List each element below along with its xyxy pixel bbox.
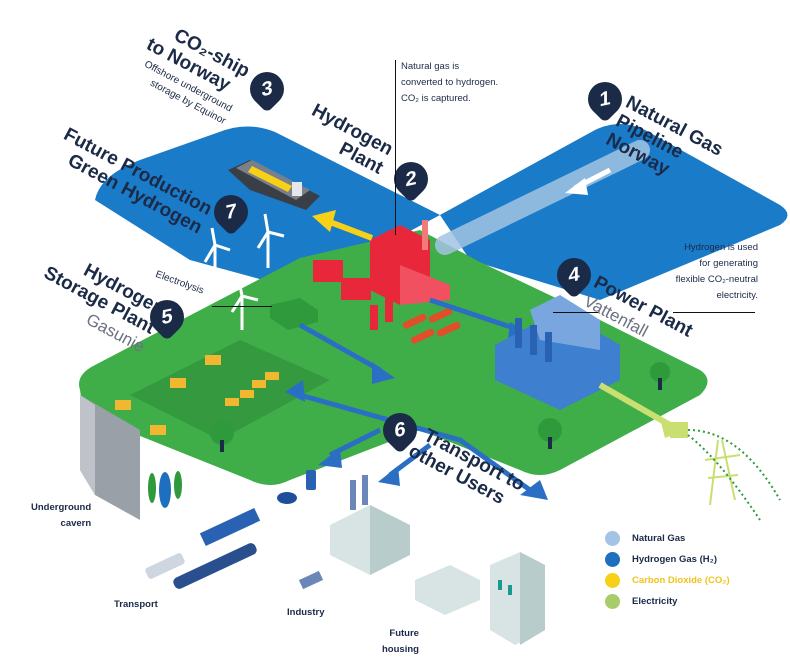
carbon-dioxide-swatch <box>605 573 620 588</box>
industry-label: Industry <box>287 607 325 618</box>
sea-east <box>440 124 788 300</box>
hydrogen-gas-swatch <box>605 552 620 567</box>
natural-gas-swatch <box>605 531 620 546</box>
electrolysis-leader-line <box>212 306 272 307</box>
power-line <box>687 429 781 501</box>
transport-vehicles <box>145 470 316 589</box>
legend-item-natural-gas: Natural Gas <box>605 528 730 549</box>
natural-gas-pipeline <box>435 140 650 255</box>
electricity-swatch <box>605 594 620 609</box>
power-pylon <box>704 439 741 506</box>
hydrogen-plant <box>313 220 461 344</box>
transport-label: Transport <box>114 599 158 610</box>
power-plant <box>495 295 620 410</box>
electrolysis-unit <box>270 298 318 330</box>
future-housing-buildings <box>415 552 545 645</box>
industry-factory <box>298 475 410 590</box>
hydrogen-flows <box>298 297 532 493</box>
step-4-leader-line-left <box>553 312 598 313</box>
wind-turbines <box>203 213 285 330</box>
co2-flow-arrow <box>328 219 374 241</box>
underground-cavern-label: Underground cavern <box>31 502 92 529</box>
storage-area <box>130 340 330 440</box>
legend-item-carbon-dioxide: Carbon Dioxide (CO₂) <box>605 570 730 591</box>
legend: Natural Gas Hydrogen Gas (H₂) Carbon Dio… <box>605 528 730 612</box>
step-4-note: Hydrogen is used for generating flexible… <box>675 242 758 301</box>
legend-item-electricity: Electricity <box>605 591 730 612</box>
cavern-pipe <box>159 472 171 508</box>
step-2-leader-line <box>395 60 396 235</box>
transformer-box <box>670 422 688 438</box>
legend-item-hydrogen-gas: Hydrogen Gas (H₂) <box>605 549 730 570</box>
trees <box>210 362 670 452</box>
co2-ship <box>228 160 320 210</box>
future-housing-label: Future housing <box>382 628 419 655</box>
step-2-note: Natural gas is converted to hydrogen. CO… <box>401 61 499 104</box>
storage-units <box>115 355 279 435</box>
step-4-leader-line-right <box>673 312 755 313</box>
electricity-flow-arrow <box>598 382 672 428</box>
